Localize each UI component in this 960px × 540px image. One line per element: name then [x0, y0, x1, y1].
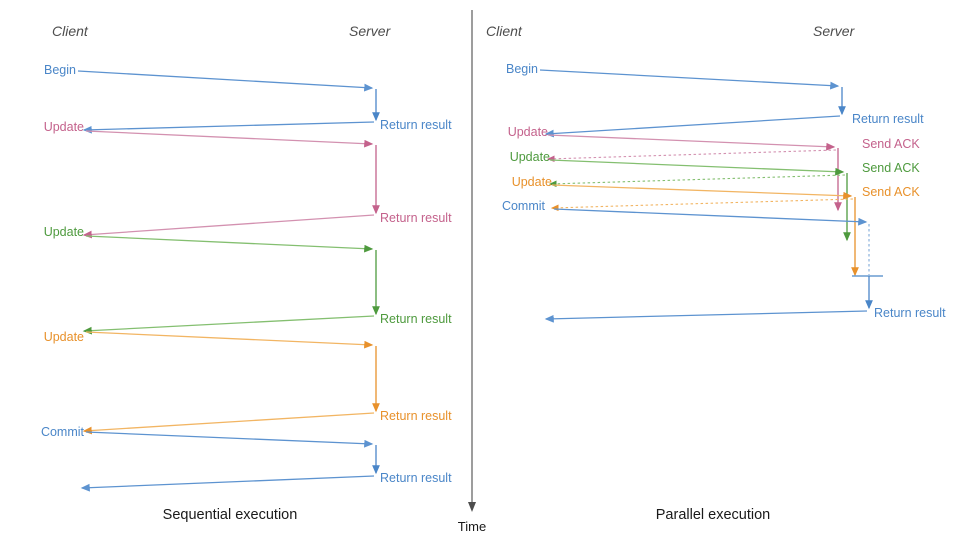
msg-update-green-request: [549, 159, 845, 176]
msg-update-orange-request: [85, 331, 374, 349]
label-return-result-4: Return result: [380, 409, 452, 423]
label-send-ack-pink: Send ACK: [862, 137, 920, 151]
label-commit: Commit: [40, 425, 84, 439]
time-axis: [468, 10, 476, 512]
label-return-result-2: Return result: [874, 306, 946, 320]
msg-update-pink-request: [547, 134, 836, 151]
actor-server-sequential: Server: [349, 23, 391, 39]
label-return-result-1: Return result: [380, 118, 452, 132]
caption-parallel: Parallel execution: [655, 507, 771, 523]
actor-server-parallel: Server: [813, 23, 855, 39]
label-update-orange: Update: [511, 175, 552, 189]
msg-return-1: [82, 121, 375, 134]
msg-begin-request: [539, 69, 840, 90]
msg-ack-green: [548, 174, 846, 188]
msg-return-commit: [544, 310, 868, 323]
msg-ack-pink: [546, 149, 837, 163]
actor-client-parallel: Client: [486, 23, 522, 39]
label-return-result-3: Return result: [380, 312, 452, 326]
label-update-pink: Update: [43, 120, 84, 134]
msg-return-3: [82, 315, 375, 335]
label-send-ack-orange: Send ACK: [862, 185, 920, 199]
msg-return-4: [82, 412, 375, 435]
label-return-result-2: Return result: [380, 211, 452, 225]
sequential-panel-lines: [77, 70, 380, 492]
label-begin: Begin: [44, 63, 76, 77]
label-begin: Begin: [506, 62, 538, 76]
label-return-result-5: Return result: [380, 471, 452, 485]
label-update-pink: Update: [507, 125, 548, 139]
label-update-green: Update: [509, 150, 550, 164]
msg-commit-request: [553, 208, 868, 226]
label-commit: Commit: [501, 199, 545, 213]
msg-return-5: [80, 475, 375, 492]
caption-sequential: Sequential execution: [162, 507, 298, 523]
label-return-result-1: Return result: [852, 112, 924, 126]
label-send-ack-green: Send ACK: [862, 161, 920, 175]
actor-client-sequential: Client: [52, 23, 88, 39]
msg-update-pink-request: [85, 130, 374, 148]
label-update-orange: Update: [43, 330, 84, 344]
msg-return-2: [82, 214, 375, 239]
parallel-panel-lines: [539, 69, 883, 323]
label-update-green: Update: [43, 225, 84, 239]
msg-return-begin: [544, 115, 841, 138]
msg-commit-request: [85, 431, 374, 448]
msg-begin-request: [77, 70, 374, 92]
msg-update-green-request: [85, 235, 374, 253]
msg-update-orange-request: [551, 184, 853, 200]
msg-ack-orange: [550, 198, 854, 212]
time-axis-label: Time: [457, 519, 487, 534]
